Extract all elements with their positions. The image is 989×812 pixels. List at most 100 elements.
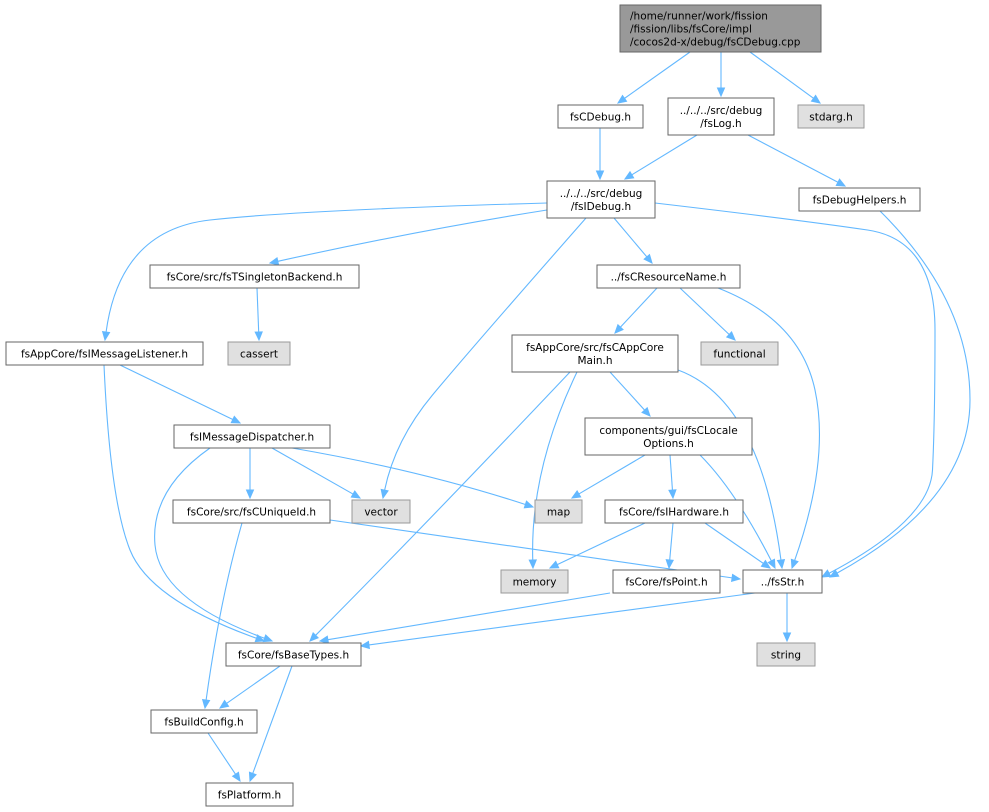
arrowhead-icon xyxy=(623,170,635,180)
edge-fsIHardware_h-to-fsPoint_h xyxy=(665,522,675,570)
node-box xyxy=(534,499,583,524)
edge-fsBaseTypes_h-to-fsPlatform_h xyxy=(248,665,293,783)
edge-fsIMessageDispatcher_h-to-map xyxy=(291,447,535,509)
edge-fsIDebug_h-to-fsCResourceName_h xyxy=(613,217,653,264)
edge-fsCUniqueId_h-to-fsStr_h xyxy=(329,519,742,583)
edge-fsLog_h-to-fsDebugHelpers_h xyxy=(747,134,847,187)
node-box xyxy=(205,782,294,807)
edge-fsIMessageDispatcher_h-to-fsBaseTypes_h xyxy=(154,447,274,643)
arrowhead-icon xyxy=(782,632,792,643)
edge-line xyxy=(620,287,658,328)
node-fsPoint-h[interactable]: fsCore/fsPoint.h xyxy=(612,569,721,594)
edge-fsIDebug_h-to-fsTSingletonBackend_h xyxy=(268,209,548,266)
node-box xyxy=(172,499,331,524)
node-box xyxy=(500,569,569,594)
edge-fsIDebug_h-to-fsStr_h xyxy=(654,202,936,578)
node-fsCResourceName-h[interactable]: ../fsCResourceName.h xyxy=(596,264,741,289)
node-fsPlatform-h[interactable]: fsPlatform.h xyxy=(205,782,294,807)
arrowhead-icon xyxy=(101,331,111,342)
node-label-line: fsBuildConfig.h xyxy=(164,717,243,729)
arrowhead-icon xyxy=(767,558,776,570)
node-box xyxy=(619,4,822,53)
arrowhead-icon xyxy=(380,488,389,500)
node-label-line: stdarg.h xyxy=(809,112,852,124)
edge-fsCResourceName_h-to-fsStr_h xyxy=(717,287,821,570)
node-fsIMessageListener-h[interactable]: fsAppCore/fsIMessageListener.h xyxy=(5,341,204,366)
node-fsCDebug-h[interactable]: fsCDebug.h xyxy=(557,104,644,129)
arrowhead-icon xyxy=(245,489,255,500)
edge-line xyxy=(105,202,548,333)
node-box xyxy=(584,417,753,456)
edge-line xyxy=(749,51,814,99)
edge-line xyxy=(119,364,234,421)
node-label-line: fsCore/src/fsTSingletonBackend.h xyxy=(167,272,343,284)
edge-fsIMessageDispatcher_h-to-fsCUniqueId_h xyxy=(245,448,255,500)
edge-fsCResourceName_h-to-functional xyxy=(679,287,736,341)
arrowhead-icon xyxy=(201,698,211,710)
edge-fsCUniqueId_h-to-fsBuildConfig_h xyxy=(201,522,243,710)
arrowhead-icon xyxy=(528,559,538,570)
edge-fsIDebug_h-to-vector xyxy=(380,217,587,500)
edge-line xyxy=(654,202,936,574)
arrowhead-icon xyxy=(523,500,535,509)
node-fsCUniqueId-h[interactable]: fsCore/src/fsCUniqueId.h xyxy=(172,499,331,524)
edge-line xyxy=(291,447,526,506)
node-fsTSingletonBackend-h[interactable]: fsCore/src/fsTSingletonBackend.h xyxy=(149,264,360,289)
edge-line xyxy=(277,209,548,262)
arrowhead-icon xyxy=(318,635,330,644)
edge-fsIMessageListener_h-to-fsBaseTypes_h xyxy=(103,364,266,643)
edge-line xyxy=(256,287,260,333)
edge-line xyxy=(205,522,243,701)
edge-root-to-fsLog_h xyxy=(716,52,726,98)
node-map: map xyxy=(534,499,583,524)
arrowhead-icon xyxy=(820,569,832,578)
arrowhead-icon xyxy=(262,634,274,643)
node-fsDebugHelpers-h[interactable]: fsDebugHelpers.h xyxy=(798,187,921,212)
node-fsStr-h[interactable]: ../fsStr.h xyxy=(742,569,823,594)
arrowhead-icon xyxy=(570,490,582,499)
node-label-line: /fsIDebug.h xyxy=(571,201,631,213)
arrowhead-icon xyxy=(641,406,651,417)
edge-fsIDebug_h-to-fsIMessageListener_h xyxy=(101,202,548,342)
node-label-line: fsCore/fsBaseTypes.h xyxy=(238,650,349,662)
edge-fsCDebug_h-to-fsIDebug_h xyxy=(595,128,605,181)
node-fsLog-h[interactable]: ../../../src/debug/fsLog.h xyxy=(667,97,775,136)
node-label-line: fsCore/fsPoint.h xyxy=(625,577,707,589)
edge-line xyxy=(679,287,730,335)
edge-line xyxy=(669,454,673,491)
node-root: /home/runner/work/fission/fission/libs/f… xyxy=(619,4,822,53)
node-label-line: ../../../src/debug xyxy=(560,188,643,200)
node-fsIMessageDispatcher-h[interactable]: fsIMessageDispatcher.h xyxy=(173,424,331,449)
edge-line xyxy=(315,371,571,636)
node-box xyxy=(700,341,779,366)
node-box xyxy=(150,709,258,734)
node-label-line: fsCore/fsIHardware.h xyxy=(619,507,729,519)
edge-fsCAppCoreMain_h-to-fsCLocaleOptions_h xyxy=(609,371,651,417)
edge-line xyxy=(613,217,648,258)
arrowhead-icon xyxy=(268,257,280,266)
edge-line xyxy=(669,522,674,561)
node-label-line: fsCore/src/fsCUniqueId.h xyxy=(187,507,316,519)
edge-line xyxy=(368,592,756,646)
node-stdarg-h: stdarg.h xyxy=(797,104,865,129)
node-box xyxy=(5,341,204,366)
node-fsBaseTypes-h[interactable]: fsCore/fsBaseTypes.h xyxy=(225,642,362,667)
edge-line xyxy=(836,210,971,574)
edge-root-to-fsCDebug_h xyxy=(616,51,691,104)
node-label-line: cassert xyxy=(240,349,278,361)
node-vector: vector xyxy=(351,499,411,524)
node-box xyxy=(756,642,816,667)
arrowhead-icon xyxy=(350,490,362,499)
edge-fsIHardware_h-to-fsStr_h xyxy=(704,522,772,569)
arrowhead-icon xyxy=(359,640,370,650)
node-cassert: cassert xyxy=(227,341,291,366)
node-fsBuildConfig-h[interactable]: fsBuildConfig.h xyxy=(150,709,258,734)
edge-line xyxy=(226,665,281,704)
node-box xyxy=(511,334,679,373)
arrowhead-icon xyxy=(810,94,822,104)
edge-line xyxy=(252,665,293,774)
node-fsIDebug-h[interactable]: ../../../src/debug/fsIDebug.h xyxy=(546,180,656,219)
node-fsIHardware-h[interactable]: fsCore/fsIHardware.h xyxy=(604,499,744,524)
